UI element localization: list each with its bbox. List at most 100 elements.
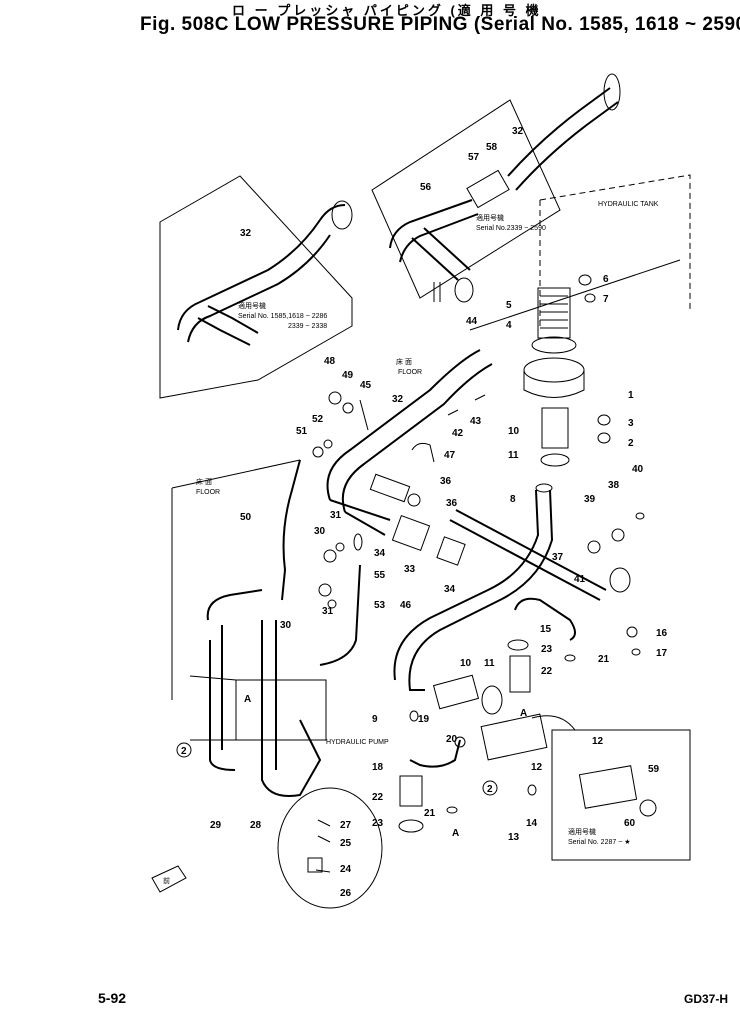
note-applicable-right: 適用号機 (568, 827, 596, 836)
part-11-top: 11 (508, 450, 519, 461)
part-50: 50 (240, 512, 252, 523)
part-22-lower: 22 (372, 792, 384, 803)
part-60: 60 (624, 818, 636, 829)
front-arrow (151, 865, 187, 893)
clamp-23-mid (507, 639, 529, 651)
clamp-34 (436, 536, 466, 566)
part-31-top: 31 (330, 510, 342, 521)
part-32-left: 32 (240, 228, 252, 239)
floor-outline-left (171, 459, 301, 700)
mark-a-2: A (452, 828, 459, 839)
part-22-mid: 22 (541, 666, 553, 677)
part-44: 44 (466, 316, 478, 327)
part-23-lower: 23 (372, 818, 384, 829)
flange-32-top (603, 73, 621, 111)
part-33: 33 (404, 564, 416, 575)
hydraulic-tank-outline (539, 174, 691, 330)
pipe-50 (281, 459, 301, 601)
part-43: 43 (470, 416, 482, 427)
part-6: 6 (603, 274, 609, 285)
part-5: 5 (506, 300, 512, 311)
part-28: 28 (250, 820, 262, 831)
circle-2-mid-label: 2 (487, 784, 493, 795)
note-floor-upper: FLOOR (398, 369, 422, 376)
part-41: 41 (574, 574, 586, 585)
part-2: 2 (628, 438, 634, 449)
clamp-23-lower (398, 819, 424, 833)
part-53: 53 (374, 600, 386, 611)
part-56: 56 (420, 182, 432, 193)
part-7: 7 (603, 294, 609, 305)
part-30-lower: 30 (280, 620, 292, 631)
part-39: 39 (584, 494, 596, 505)
pipe-28 (261, 620, 322, 797)
part-17: 17 (656, 648, 668, 659)
part-37: 37 (552, 552, 564, 563)
note-hydraulic-tank: HYDRAULIC TANK (598, 201, 659, 208)
title-japanese: ロ ー プレッシャ パイピング (適 用 号 機 (232, 3, 542, 18)
part-32-main: 32 (392, 394, 404, 405)
note-hydraulic-pump: HYDRAULIC PUMP (326, 739, 389, 746)
part-40: 40 (632, 464, 644, 475)
part-34: 34 (444, 584, 456, 595)
part-47: 47 (444, 450, 456, 461)
hose-10-lower (432, 674, 480, 710)
part-26: 26 (340, 888, 352, 899)
note-applicable-top: 適用号機 (476, 213, 504, 222)
part-38: 38 (608, 480, 620, 491)
part-20: 20 (446, 734, 458, 745)
part-36-top: 36 (440, 476, 452, 487)
part-49: 49 (342, 370, 354, 381)
arrow-to-inset (531, 715, 576, 731)
part-27: 27 (340, 820, 352, 831)
part-15: 15 (540, 624, 552, 635)
note-applicable-left: 適用号機 (238, 301, 266, 310)
part-52: 52 (312, 414, 324, 425)
part-13: 13 (508, 832, 520, 843)
pipe-32-left (177, 204, 346, 331)
hydraulic-pump-body (235, 679, 327, 741)
hose-22-lower (399, 775, 423, 807)
part-1: 1 (628, 390, 634, 401)
part-3: 3 (628, 418, 634, 429)
part-19: 19 (418, 714, 430, 725)
part-31-lower: 31 (322, 606, 334, 617)
hose-22-mid (509, 655, 531, 693)
part-12-inset: 12 (592, 736, 604, 747)
part-55: 55 (374, 570, 386, 581)
part-45: 45 (360, 380, 372, 391)
pipe-32-main (326, 349, 481, 501)
part-23-mid: 23 (541, 644, 553, 655)
front-mark-label: 前 (163, 876, 170, 885)
inset-box-top (371, 99, 561, 299)
part-24: 24 (340, 864, 352, 875)
part-54: 34 (374, 548, 386, 559)
part-16: 16 (656, 628, 668, 639)
part-14: 14 (526, 818, 538, 829)
circle-2-left (176, 742, 192, 758)
part-25: 25 (340, 838, 352, 849)
document-code: GD37-H (684, 992, 729, 1006)
part-10-lower: 10 (460, 658, 472, 669)
page-number: 5-92 (98, 990, 127, 1006)
part-4: 4 (506, 320, 512, 331)
part-9: 9 (372, 714, 378, 725)
note-floor-upper-jp: 床 面 (396, 357, 412, 366)
clamp-11-lower (481, 685, 503, 715)
pipe-15 (514, 597, 576, 641)
note-serial-left-1: Serial No. 1585,1618 ~ 2286 (238, 313, 327, 320)
part-12-main: 12 (531, 762, 543, 773)
part-21-right: 21 (598, 654, 610, 665)
gasket-4 (531, 336, 577, 354)
pipe-29 (206, 589, 263, 771)
circle-2-mid (482, 780, 498, 796)
pipe-32-top (507, 87, 619, 191)
mark-a-3: A (520, 708, 527, 719)
inset-box-left (159, 175, 353, 399)
inset-box-right (551, 729, 691, 861)
part-21-lower: 21 (424, 808, 436, 819)
part-11-lower: 11 (484, 658, 495, 669)
pipe-8 (408, 489, 554, 691)
elbow-12 (480, 713, 548, 761)
